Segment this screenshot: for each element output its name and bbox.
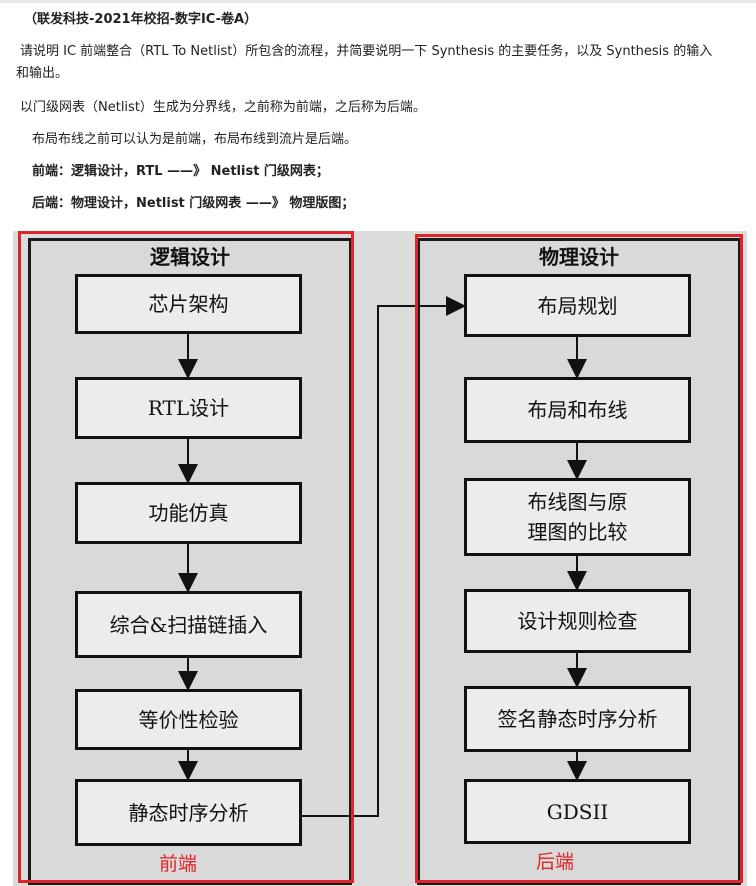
paragraph-frontend: 前端：逻辑设计，RTL ——》 Netlist 门级网表；: [32, 164, 329, 179]
step-drc: 设计规则检查: [464, 589, 691, 653]
flow-arrows: [178, 296, 587, 817]
step-lvs-line-2: 理图的比较: [527, 520, 628, 544]
logic-design-title: 逻辑设计: [150, 245, 230, 269]
step-lvs-line-1: 布线图与原: [527, 490, 628, 514]
frontend-red-frame: [18, 231, 354, 883]
top-divider: [0, 0, 756, 3]
step-gdsii: GDSII: [464, 779, 691, 844]
step-functional-simulation: 功能仿真: [75, 482, 302, 544]
question-line-2: 和输出。: [16, 66, 69, 81]
question-line-1: 请说明 IC 前端整合（RTL To Netlist）所包含的流程，并简要说明一…: [20, 44, 713, 59]
step-lvs: 布线图与原 理图的比较: [464, 478, 691, 556]
paragraph-place-route: 布局布线之前可以认为是前端，布局布线到流片是后端。: [32, 132, 358, 147]
step-chip-architecture: 芯片架构: [75, 274, 302, 334]
paragraph-backend: 后端：物理设计，Netlist 门级网表 ——》 物理版图；: [32, 196, 355, 211]
physical-design-title: 物理设计: [539, 245, 619, 269]
step-signoff-sta: 签名静态时序分析: [464, 686, 691, 752]
paragraph-boundary: 以门级网表（Netlist）生成为分界线，之前称为前端，之后称为后端。: [20, 100, 426, 115]
step-equivalence-check: 等价性检验: [75, 689, 302, 750]
backend-red-frame: [415, 234, 743, 883]
step-place-and-route: 布局和布线: [464, 377, 691, 443]
step-floorplan: 布局规划: [464, 274, 691, 337]
backend-label: 后端: [536, 851, 575, 873]
frontend-label: 前端: [159, 853, 198, 875]
flow-figure: 逻辑设计 芯片架构 RTL设计 功能仿真 综合&扫描链插入 等价性检验 静态时序…: [13, 231, 747, 886]
source-heading: （联发科技-2021年校招-数字IC-卷A）: [24, 12, 258, 27]
step-static-timing-front: 静态时序分析: [75, 779, 302, 846]
step-rtl-design: RTL设计: [75, 377, 302, 439]
arrow-front-to-back: [302, 296, 466, 817]
